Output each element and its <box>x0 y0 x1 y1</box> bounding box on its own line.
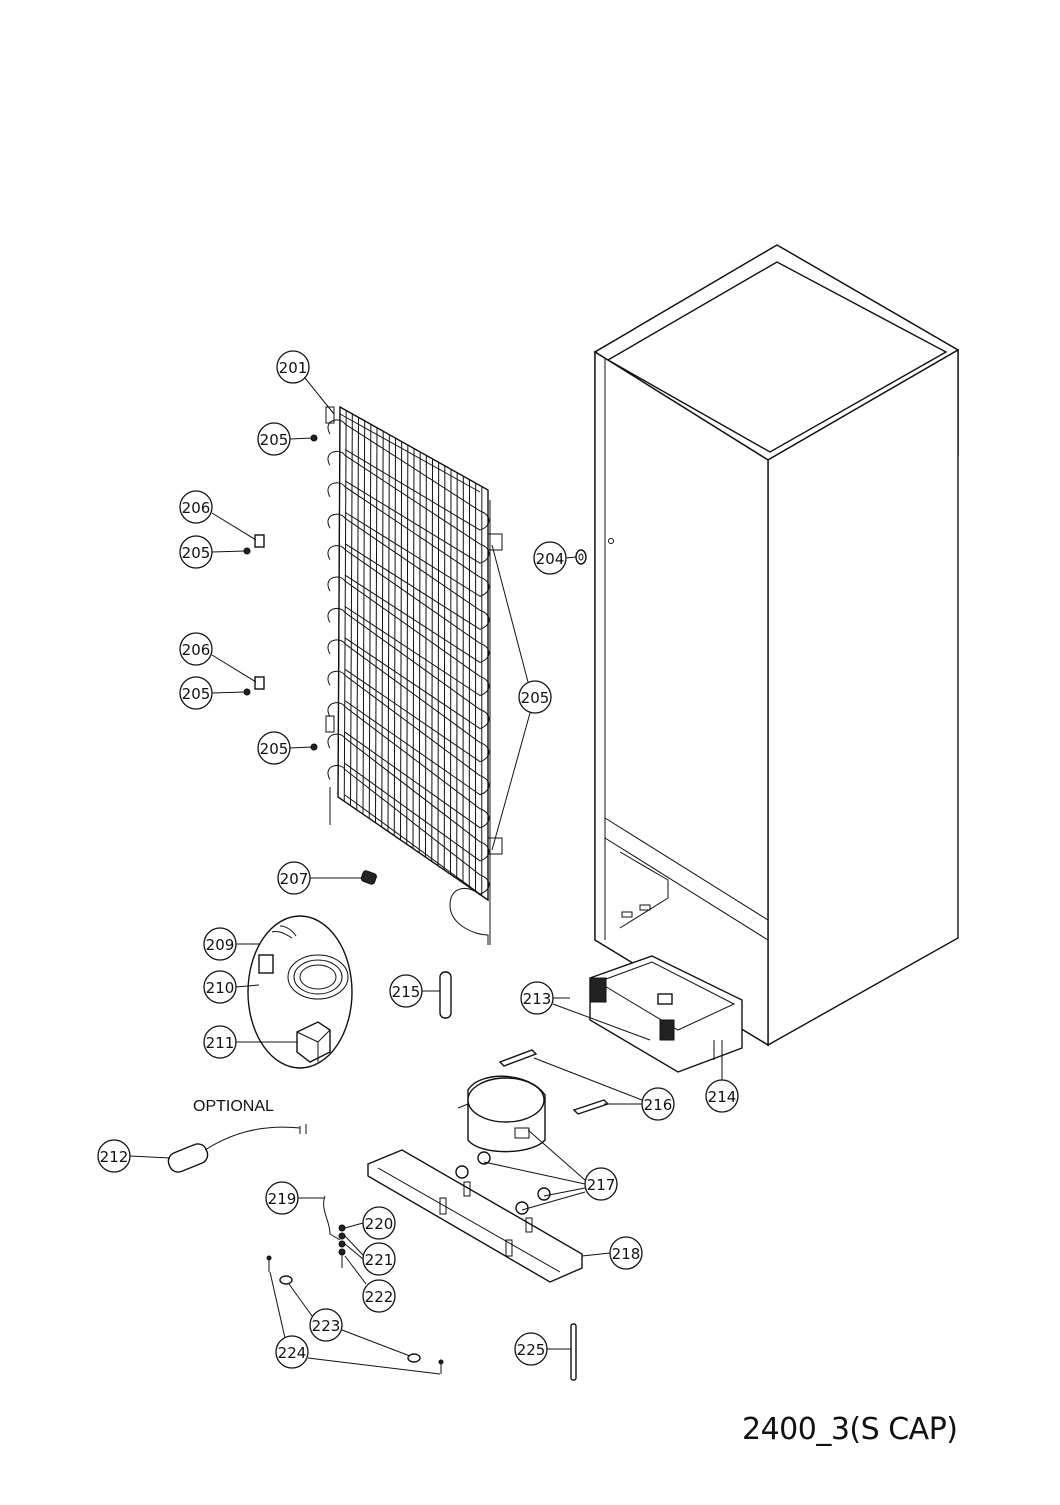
callout-205: 205 <box>258 732 290 764</box>
callout-label: 223 <box>312 1317 341 1335</box>
callout-label: 205 <box>521 689 550 707</box>
callout-label: 221 <box>365 1251 394 1269</box>
screws-205 <box>244 435 317 750</box>
clip-207 <box>360 870 377 885</box>
filter-drier-215 <box>440 972 451 1018</box>
callout-label: 215 <box>392 983 421 1001</box>
callout-label: 225 <box>517 1341 546 1359</box>
callout-label: 214 <box>708 1088 737 1106</box>
callout-label: 209 <box>206 936 235 954</box>
leader-line <box>130 1156 170 1158</box>
callout-218: 218 <box>610 1237 642 1269</box>
compressor <box>458 1076 545 1151</box>
brackets-206 <box>255 535 264 689</box>
callout-label: 219 <box>268 1190 297 1208</box>
leader-line <box>342 1330 410 1356</box>
callout-207: 207 <box>278 862 310 894</box>
callout-221: 221 <box>363 1243 395 1275</box>
leader-line <box>290 747 312 748</box>
callout-222: 222 <box>363 1280 395 1312</box>
leader-line <box>522 1192 585 1210</box>
callout-210: 210 <box>204 971 236 1003</box>
leader-line <box>492 713 530 850</box>
leader-line <box>528 1130 585 1180</box>
callout-219: 219 <box>266 1182 298 1214</box>
callout-217: 217 <box>585 1168 617 1200</box>
optional-label: OPTIONAL <box>193 1098 274 1116</box>
callout-201: 201 <box>277 351 309 383</box>
callout-211: 211 <box>204 1026 236 1058</box>
capacitor-212 <box>166 1124 306 1175</box>
callout-label: 206 <box>182 499 211 517</box>
callout-204: 204 <box>534 542 566 574</box>
callout-label: 217 <box>587 1176 616 1194</box>
callout-label: 205 <box>260 740 289 758</box>
callout-205: 205 <box>180 536 212 568</box>
callout-label: 206 <box>182 641 211 659</box>
leader-line <box>212 551 245 552</box>
callout-label: 224 <box>278 1344 307 1362</box>
base-plate-218 <box>368 1150 582 1282</box>
callout-220: 220 <box>363 1207 395 1239</box>
callout-label: 205 <box>260 431 289 449</box>
leader-line <box>345 1223 363 1228</box>
grommet-204 <box>576 550 586 564</box>
leader-line <box>534 1058 642 1100</box>
leader-line <box>582 1253 610 1256</box>
callout-215: 215 <box>390 975 422 1007</box>
leader-line <box>212 513 256 540</box>
leader-line <box>212 692 245 693</box>
callout-214: 214 <box>706 1080 738 1112</box>
callout-label: 210 <box>206 979 235 997</box>
callout-label: 204 <box>536 550 565 568</box>
leader-line <box>305 378 334 414</box>
callout-label: 213 <box>523 990 552 1008</box>
callout-206: 206 <box>180 633 212 665</box>
callout-209: 209 <box>204 928 236 960</box>
callout-label: 216 <box>644 1096 673 1114</box>
callout-label: 212 <box>100 1148 129 1166</box>
callout-label: 207 <box>280 870 309 888</box>
leader-line <box>212 655 256 682</box>
condenser-coil <box>326 407 502 945</box>
cabinet <box>595 245 958 1045</box>
callout-label: 201 <box>279 359 308 377</box>
callout-212: 212 <box>98 1140 130 1172</box>
diagram-code: 2400_3(S CAP) <box>742 1412 957 1447</box>
callout-205: 205 <box>258 423 290 455</box>
callout-205: 205 <box>180 677 212 709</box>
callout-label: 211 <box>206 1034 235 1052</box>
callout-label: 222 <box>365 1288 394 1306</box>
callout-213: 213 <box>521 982 553 1014</box>
tube-225 <box>571 1324 576 1380</box>
callout-label: 218 <box>612 1245 641 1263</box>
power-cord-group <box>248 916 352 1068</box>
callout-label: 220 <box>365 1215 394 1233</box>
leader-line <box>484 1162 585 1184</box>
leader-line <box>290 438 312 439</box>
leader-line <box>289 1284 312 1316</box>
leader-line <box>566 557 576 558</box>
callout-label: 205 <box>182 544 211 562</box>
callout-223: 223 <box>310 1309 342 1341</box>
callout-224: 224 <box>276 1336 308 1368</box>
callout-225: 225 <box>515 1333 547 1365</box>
leader-line <box>308 1358 440 1374</box>
leader-line <box>492 545 528 682</box>
callout-206: 206 <box>180 491 212 523</box>
callout-label: 205 <box>182 685 211 703</box>
callout-216: 216 <box>642 1088 674 1120</box>
callout-205: 205 <box>519 681 551 713</box>
